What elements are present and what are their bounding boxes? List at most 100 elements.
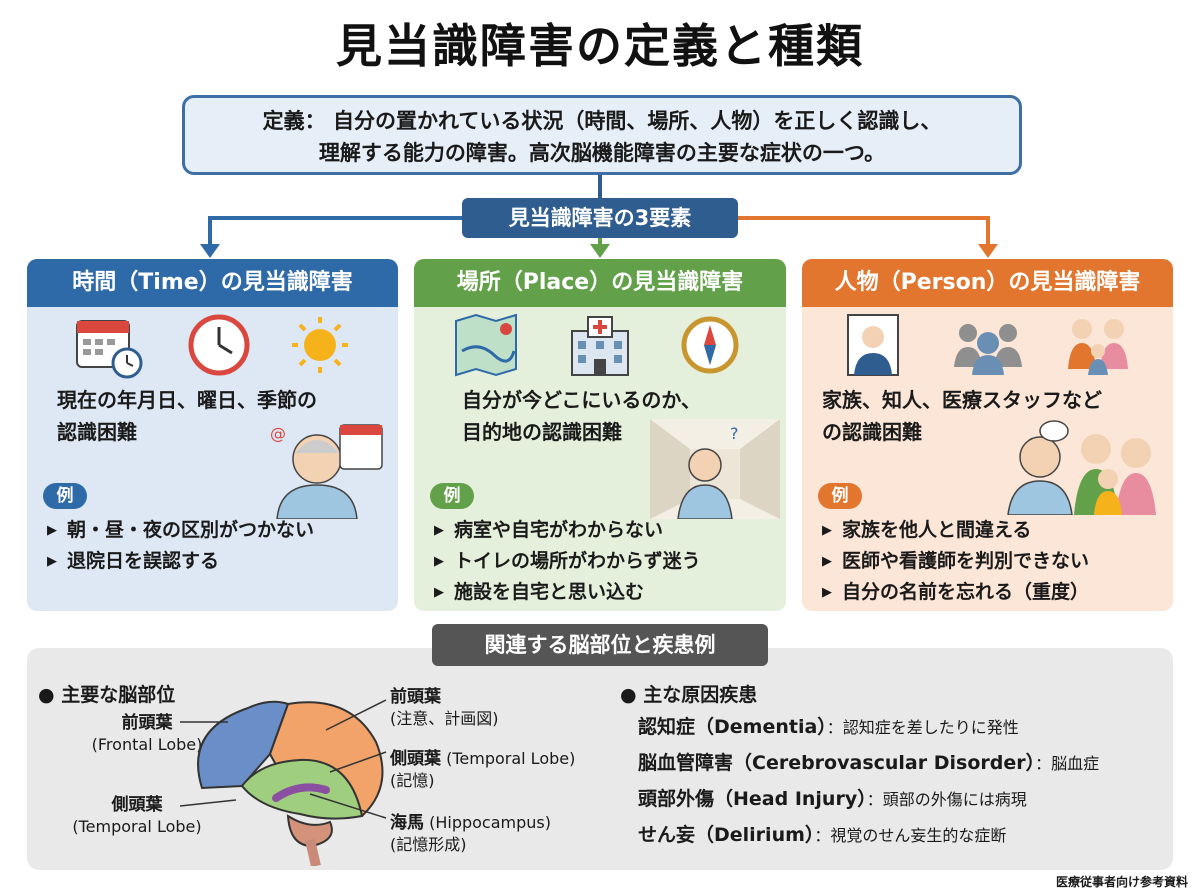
person-icons [847, 314, 1128, 376]
time-panel: 時間（Time）の見当識障害 現在の年月日、曜日、季節の 認識困難 [27, 259, 398, 611]
map-icon [455, 313, 517, 377]
triangle-bullet-icon: ▶ [822, 554, 832, 569]
triangle-bullet-icon: ▶ [434, 523, 444, 538]
temporal-lobe-function: (記憶) [390, 771, 435, 790]
time-description: 現在の年月日、曜日、季節の 認識困難 [57, 384, 377, 448]
triangle-bullet-icon: ▶ [822, 585, 832, 600]
person-portrait-icon [847, 314, 899, 376]
temporal-lobe-name: 側頭葉 [111, 795, 163, 815]
time-desc-line-1: 現在の年月日、曜日、季節の [57, 388, 317, 412]
triangle-bullet-icon: ▶ [47, 554, 57, 569]
list-item: ▶ 医師や看護師を判別できない [822, 546, 1089, 577]
family-visit-illustration [1007, 420, 1156, 515]
temporal-lobe-left-label: 側頭葉 (Temporal Lobe) [52, 794, 222, 838]
example-text: 自分の名前を忘れる（重度） [842, 581, 1090, 603]
place-panel-title: 場所（Place）の見当識障害 [414, 259, 786, 307]
triangle-bullet-icon: ▶ [822, 523, 832, 538]
hippocampus-name: 海馬 [390, 813, 424, 833]
disease-name: 認知症（Dementia） [638, 716, 827, 738]
frontal-lobe-function: (注意、計画図) [390, 709, 499, 728]
example-text: 朝・昼・夜の区別がつかない [67, 519, 315, 541]
frontal-lobe-left-label: 前頭葉 (Frontal Lobe) [72, 712, 222, 756]
svg-text:@: @ [270, 424, 286, 443]
disease-heading: ● 主な原因疾患 [620, 684, 758, 706]
place-panel: 場所（Place）の見当識障害 自分が今どこにいるのか、 目的地の認識困難 [414, 259, 786, 611]
disease-item: 頭部外傷（Head Injury）：頭部の外傷には病現 [638, 784, 1027, 811]
page-title: 見当識障害の定義と種類 [336, 19, 864, 73]
disease-note: ：認知症を差したりに発性 [826, 718, 1019, 737]
family-icon [1068, 319, 1128, 375]
time-desc-line-2: 認識困難 [57, 420, 137, 444]
time-example-list: ▶ 朝・昼・夜の区別がつかない ▶ 退院日を誤認する [47, 515, 314, 577]
list-item: ▶ 朝・昼・夜の区別がつかない [47, 515, 314, 546]
list-item: ▶ 自分の名前を忘れる（重度） [822, 577, 1089, 608]
hippocampus-en: (Hippocampus) [429, 813, 551, 832]
frontal-lobe-name: 前頭葉 [390, 687, 441, 707]
place-example-badge: 例 [430, 483, 474, 509]
example-text: 退院日を誤認する [67, 550, 220, 572]
example-text: 医師や看護師を判別できない [842, 550, 1090, 572]
confused-patient-calendar-illustration: @ [270, 424, 383, 519]
clock-icon [188, 314, 250, 376]
disease-name: せん妄（Delirium） [638, 824, 815, 846]
triangle-bullet-icon: ▶ [434, 554, 444, 569]
temporal-lobe-en: (Temporal Lobe) [446, 749, 576, 768]
svg-text:?: ? [730, 424, 739, 443]
place-desc-line-2: 目的地の認識困難 [462, 420, 622, 444]
compass-icon [681, 316, 739, 374]
disease-note: ：脳血症 [1035, 754, 1100, 773]
disease-note: ：視覚のせん妄生的な症断 [814, 826, 1007, 845]
temporal-lobe-right-label: 側頭葉 (Temporal Lobe) (記憶) [390, 748, 575, 792]
hospital-icon [571, 316, 629, 376]
place-description: 自分が今どこにいるのか、 目的地の認識困難 [462, 384, 782, 448]
person-panel-title: 人物（Person）の見当識障害 [802, 259, 1173, 307]
time-example-badge: 例 [43, 483, 87, 509]
time-icons [76, 314, 348, 379]
person-panel: 人物（Person）の見当識障害 家族、知人、医療スタッフなど の認識困難 [802, 259, 1173, 611]
definition-line-2: 理解する能力の障害。高次脳機能障害の主要な症状の一つ。 [318, 141, 886, 165]
frontal-lobe-name: 前頭葉 [121, 713, 173, 733]
list-item: ▶ トイレの場所がわからず迷う [434, 546, 701, 577]
example-text: 施設を自宅と思い込む [454, 581, 645, 603]
frontal-lobe-en: (Frontal Lobe) [91, 735, 203, 754]
frontal-lobe-right-label: 前頭葉 (注意、計画図) [390, 686, 499, 730]
time-panel-title: 時間（Time）の見当識障害 [27, 259, 398, 307]
person-desc-line-1: 家族、知人、医療スタッフなど [822, 388, 1102, 412]
definition-line-1: 定義： 自分の置かれている状況（時間、場所、人物）を正しく認識し、 [262, 109, 942, 133]
group-icon [954, 324, 1022, 375]
temporal-lobe-name: 側頭葉 [390, 749, 441, 769]
person-description: 家族、知人、医療スタッフなど の認識困難 [822, 384, 1142, 448]
place-example-list: ▶ 病室や自宅がわからない ▶ トイレの場所がわからず迷う ▶ 施設を自宅と思い込む [434, 515, 701, 608]
disease-name: 脳血管障害（Cerebrovascular Disorder） [638, 752, 1036, 774]
example-text: トイレの場所がわからず迷う [454, 550, 701, 572]
place-desc-line-1: 自分が今どこにいるのか、 [462, 388, 701, 412]
brain-heading: ● 主要な脳部位 [38, 684, 176, 706]
calendar-clock-icon [76, 320, 143, 379]
connector-lines [200, 175, 998, 258]
example-text: 病室や自宅がわからない [454, 519, 664, 541]
triangle-bullet-icon: ▶ [434, 585, 444, 600]
example-text: 家族を他人と間違える [842, 519, 1032, 541]
list-item: ▶ 退院日を誤認する [47, 546, 314, 577]
list-item: ▶ 家族を他人と間違える [822, 515, 1089, 546]
disease-item: 認知症（Dementia）：認知症を差したりに発性 [638, 712, 1019, 739]
lost-patient-corridor-illustration: ? [650, 419, 780, 519]
disease-item: 脳血管障害（Cerebrovascular Disorder）：脳血症 [638, 748, 1099, 775]
brain-illustration [180, 699, 387, 866]
temporal-lobe-en: (Temporal Lobe) [72, 817, 202, 836]
brain-disease-label: 関連する脳部位と疾患例 [432, 624, 768, 666]
disease-name: 頭部外傷（Head Injury） [638, 788, 867, 810]
list-item: ▶ 病室や自宅がわからない [434, 515, 701, 546]
person-desc-line-2: の認識困難 [822, 420, 922, 444]
footer-note: 医療従事者向け参考資料 [1055, 875, 1188, 889]
sun-icon [292, 317, 348, 373]
triangle-bullet-icon: ▶ [47, 523, 57, 538]
definition-box: 定義： 自分の置かれている状況（時間、場所、人物）を正しく認識し、 理解する能力… [182, 95, 1022, 175]
person-example-badge: 例 [818, 483, 862, 509]
hippocampus-label: 海馬 (Hippocampus) (記憶形成) [390, 812, 551, 856]
hippocampus-function: (記憶形成) [390, 835, 467, 854]
list-item: ▶ 施設を自宅と思い込む [434, 577, 701, 608]
disease-note: ：頭部の外傷には病現 [866, 790, 1027, 809]
three-elements-label: 見当識障害の3要素 [462, 198, 738, 238]
disease-item: せん妄（Delirium）：視覚のせん妄生的な症断 [638, 820, 1006, 847]
